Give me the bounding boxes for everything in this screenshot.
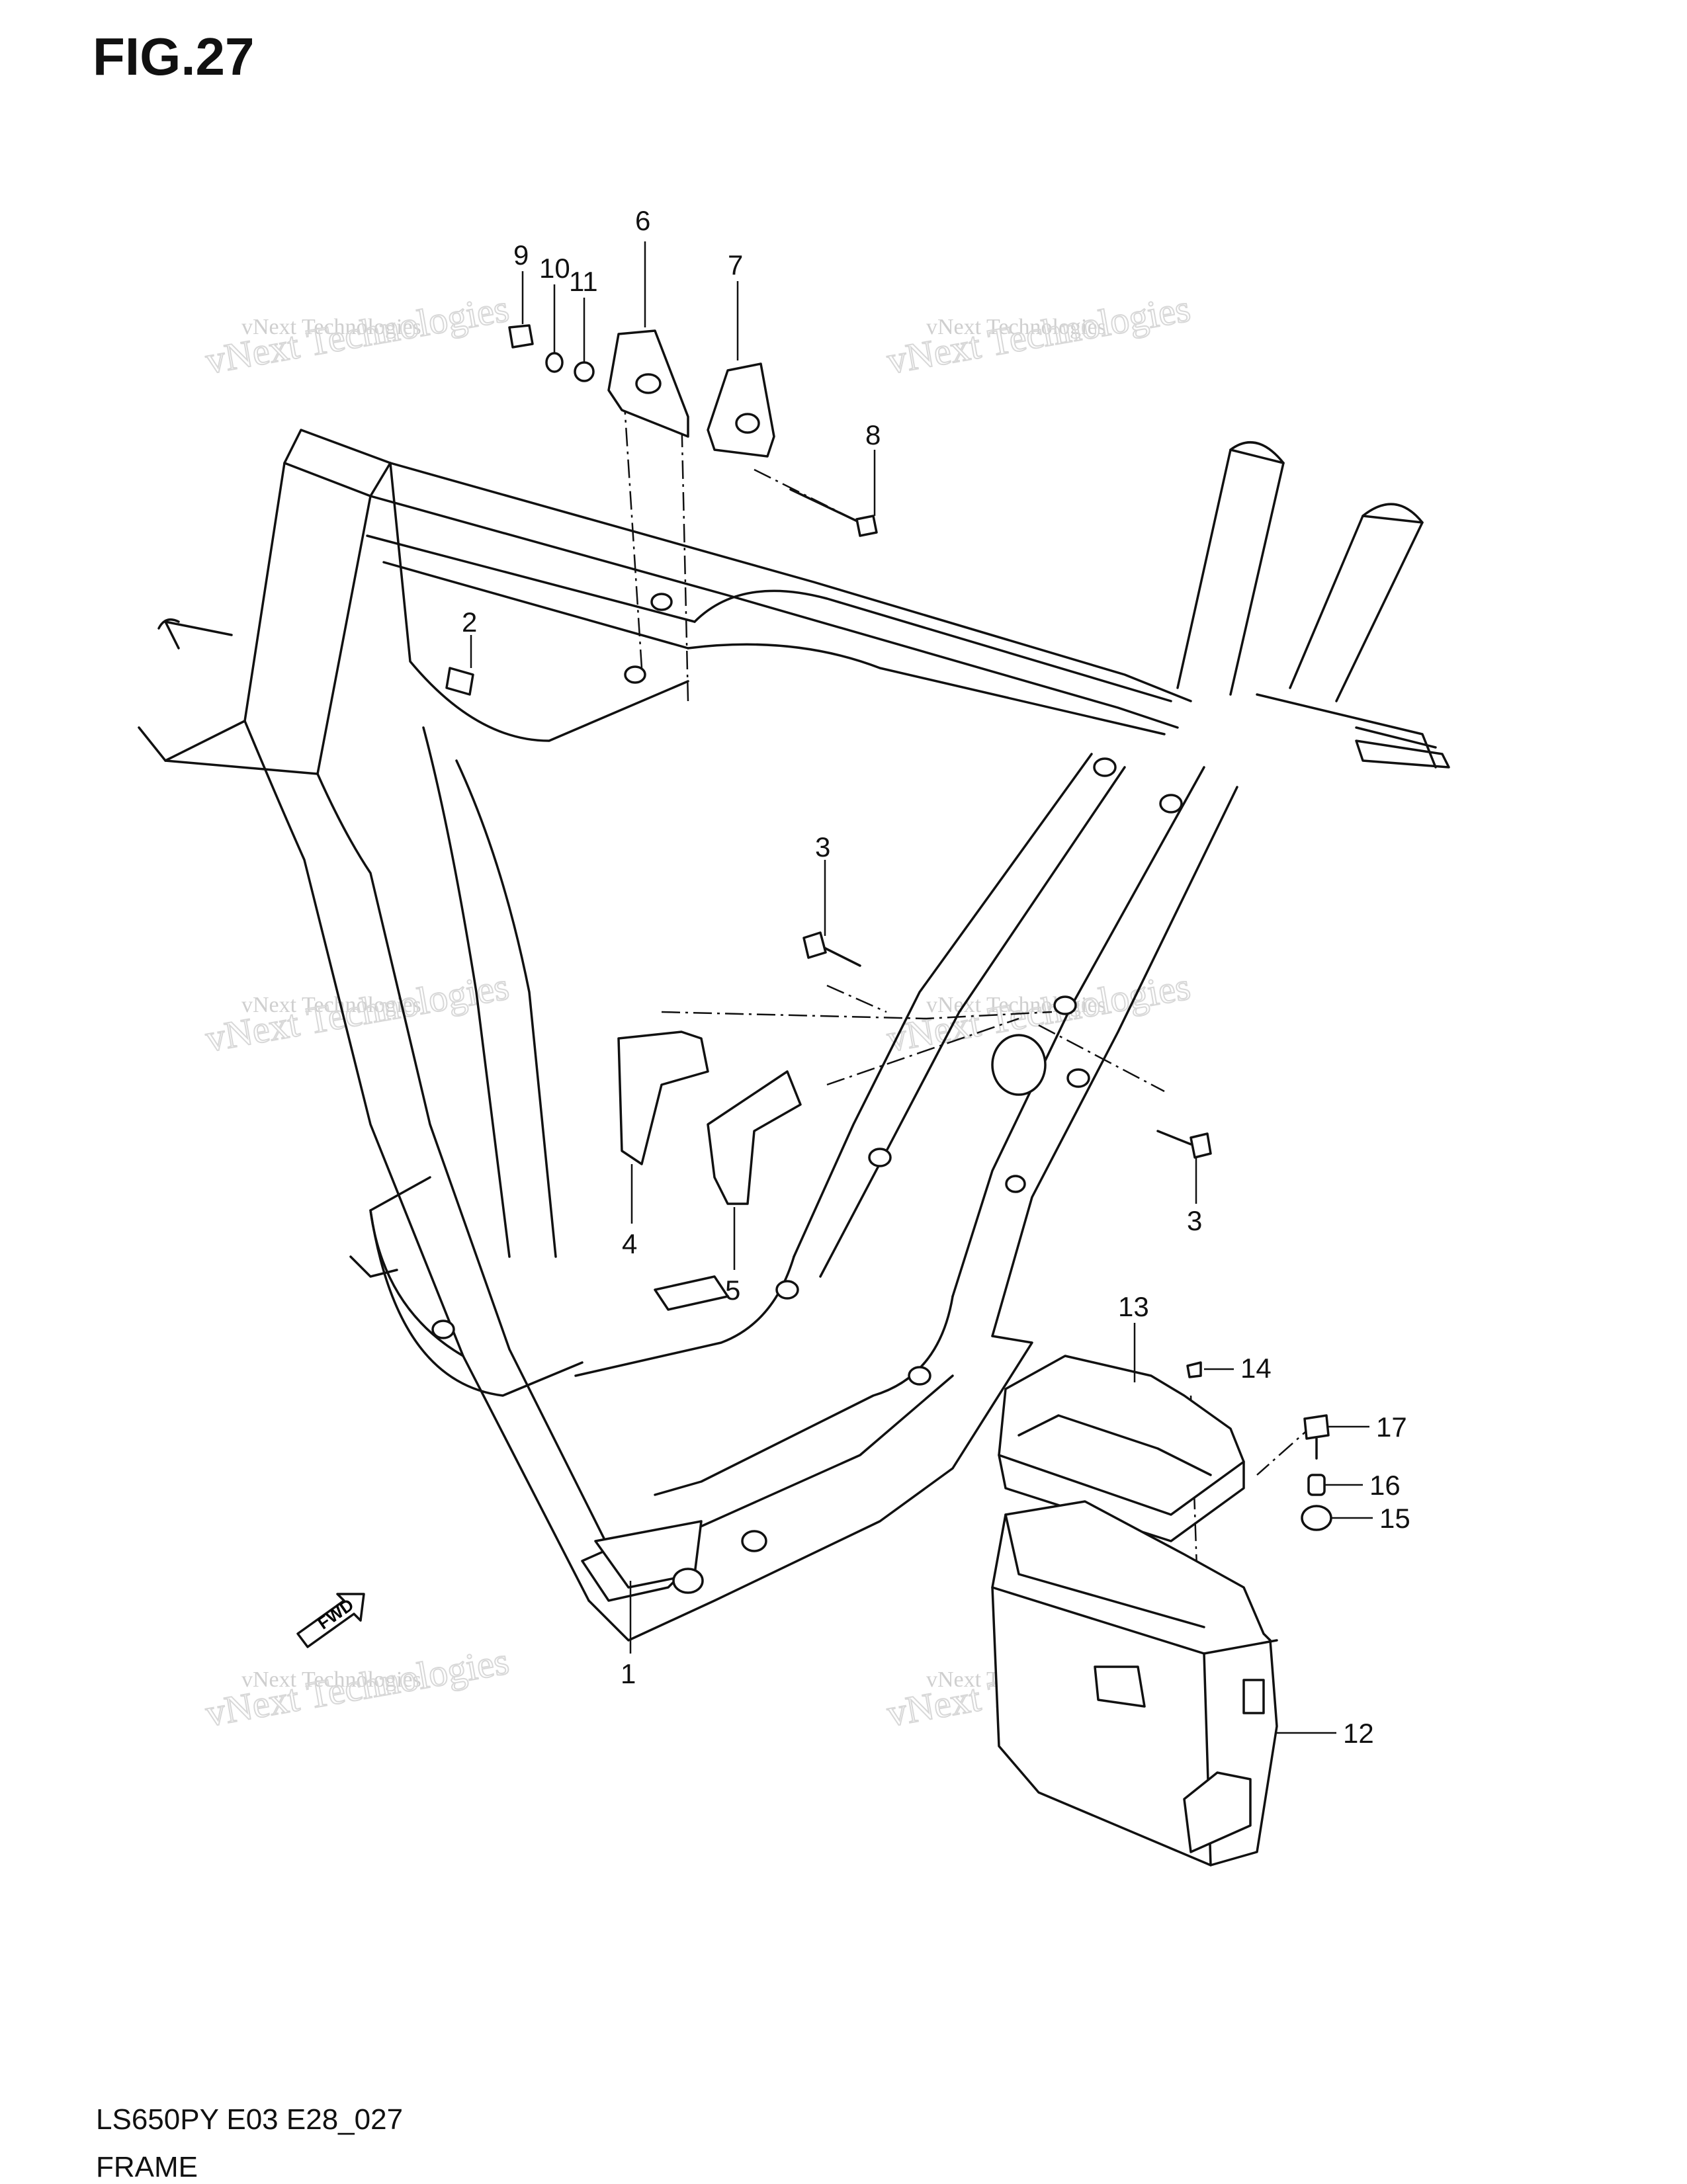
watermark-text: vNext Technologies — [241, 1667, 421, 1692]
callout-1: 1 — [621, 1658, 636, 1689]
callout-17: 17 — [1376, 1411, 1407, 1443]
callout-labels: 1 2 3 3 4 5 6 7 8 9 10 11 12 13 14 15 16… — [462, 205, 1410, 1749]
callout-11: 11 — [569, 266, 598, 297]
watermark-text: vNext Technologies — [884, 286, 1193, 382]
watermark-text: vNext Technologies — [241, 315, 421, 339]
callout-2: 2 — [462, 607, 477, 638]
battery-box-drawing — [991, 1355, 1332, 1867]
callout-leader-lines — [470, 241, 1373, 1734]
callout-9: 9 — [513, 239, 529, 271]
assembly-guide-lines — [621, 363, 1317, 1588]
callout-12: 12 — [1343, 1718, 1374, 1749]
figure-title: FIG.27 — [93, 27, 255, 86]
callout-8: 8 — [865, 419, 881, 450]
watermark-text: vNext Technologies — [202, 964, 512, 1060]
callout-14: 14 — [1240, 1353, 1272, 1384]
model-code: LS650PY E03 E28_027 — [96, 2103, 404, 2136]
callout-10: 10 — [539, 253, 570, 284]
frame-drawing — [138, 429, 1450, 1642]
watermark-text: vNext Technologies — [926, 315, 1106, 339]
callout-3a: 3 — [815, 831, 830, 862]
watermark-text: vNext Technologies — [241, 993, 421, 1017]
callout-7: 7 — [728, 249, 743, 280]
callout-5: 5 — [725, 1275, 740, 1306]
callout-13: 13 — [1118, 1291, 1149, 1322]
callout-16: 16 — [1369, 1470, 1401, 1501]
small-parts — [445, 324, 1212, 1311]
callout-3b: 3 — [1187, 1205, 1202, 1236]
watermark-text: vNext Technologies — [202, 286, 512, 382]
watermark-text: vNext Technologies — [202, 1639, 512, 1735]
forward-arrow-icon: FWD — [296, 1593, 365, 1648]
callout-6: 6 — [635, 205, 650, 236]
callout-15: 15 — [1379, 1503, 1410, 1534]
section-name: FRAME — [96, 2151, 198, 2183]
callout-4: 4 — [622, 1228, 637, 1259]
